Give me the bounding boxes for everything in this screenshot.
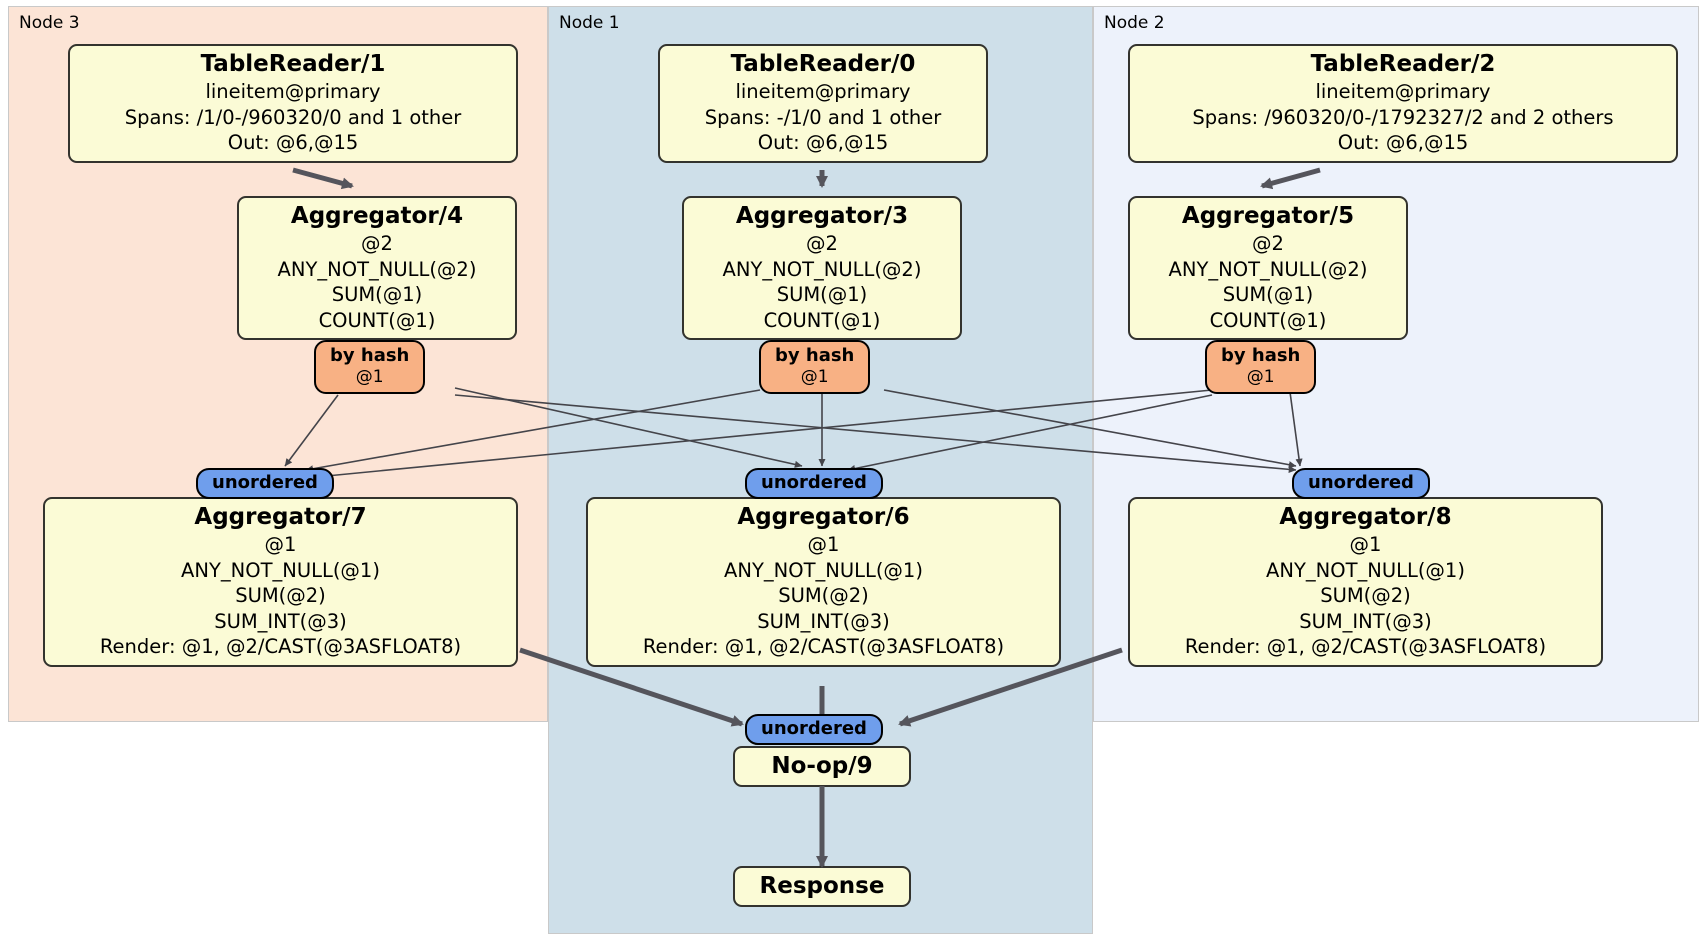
output-router-badge-by-hash-center[interactable]: by hash @1: [759, 340, 871, 394]
processor-box-aggregator-6[interactable]: Aggregator/6 @1 ANY_NOT_NULL(@1) SUM(@2)…: [586, 497, 1061, 667]
processor-detail-line: Render: @1, @2/CAST(@3ASFLOAT8): [1184, 635, 1547, 658]
processor-detail-line: @1: [1349, 533, 1382, 556]
input-sync-badge-unordered-right[interactable]: unordered: [1292, 468, 1430, 499]
processor-title: Aggregator/4: [290, 203, 464, 229]
processor-title: TableReader/1: [200, 51, 386, 77]
processor-detail-line: SUM_INT(@3): [1299, 609, 1432, 633]
processor-box-aggregator-8[interactable]: Aggregator/8 @1 ANY_NOT_NULL(@1) SUM(@2)…: [1128, 497, 1603, 667]
processor-detail-line: ANY_NOT_NULL(@1): [181, 558, 380, 582]
processor-box-aggregator-5[interactable]: Aggregator/5 @2 ANY_NOT_NULL(@2) SUM(@1)…: [1128, 196, 1408, 340]
processor-title: TableReader/0: [730, 51, 916, 77]
badge-subtitle: @1: [800, 367, 829, 387]
processor-box-response[interactable]: Response: [733, 866, 911, 907]
badge-subtitle: @1: [1246, 367, 1275, 387]
processor-detail-line: lineitem@primary: [205, 80, 381, 103]
processor-detail-line: COUNT(@1): [1209, 308, 1327, 332]
processor-detail-line: Spans: -/1/0 and 1 other: [704, 105, 942, 129]
processor-box-no-op-9[interactable]: No-op/9: [733, 746, 911, 787]
badge-title: unordered: [761, 472, 867, 493]
processor-title: Aggregator/3: [735, 203, 909, 229]
processor-title: Aggregator/7: [194, 504, 367, 530]
badge-title: by hash: [775, 345, 855, 366]
processor-detail-line: SUM(@2): [235, 584, 326, 607]
processor-detail-line: SUM(@2): [1320, 584, 1411, 607]
input-sync-badge-unordered-final[interactable]: unordered: [745, 714, 883, 745]
processor-detail-line: lineitem@primary: [735, 80, 911, 103]
processor-detail-line: Render: @1, @2/CAST(@3ASFLOAT8): [642, 635, 1005, 658]
badge-title: by hash: [1221, 345, 1301, 366]
node-panel-label: Node 3: [19, 13, 80, 33]
processor-title: TableReader/2: [1310, 51, 1496, 77]
processor-box-aggregator-4[interactable]: Aggregator/4 @2 ANY_NOT_NULL(@2) SUM(@1)…: [237, 196, 517, 340]
processor-detail-line: SUM(@1): [1222, 283, 1314, 306]
processor-detail-line: SUM(@1): [776, 283, 868, 306]
processor-detail-line: COUNT(@1): [763, 308, 881, 332]
node-panel-label: Node 1: [559, 13, 620, 33]
processor-detail-line: ANY_NOT_NULL(@1): [1266, 558, 1465, 582]
processor-detail-line: COUNT(@1): [318, 308, 436, 332]
processor-title: Aggregator/8: [1279, 504, 1452, 530]
processor-detail-line: @2: [361, 232, 393, 255]
processor-detail-line: lineitem@primary: [1315, 80, 1491, 103]
processor-title: Aggregator/6: [737, 504, 910, 530]
badge-subtitle: @1: [355, 367, 384, 387]
processor-detail-line: @1: [807, 533, 840, 556]
processor-detail-line: ANY_NOT_NULL(@2): [277, 257, 477, 281]
processor-detail-line: @1: [264, 533, 297, 556]
processor-detail-line: SUM_INT(@3): [214, 609, 347, 633]
processor-detail-line: Spans: /1/0-/960320/0 and 1 other: [124, 105, 462, 129]
processor-detail-line: ANY_NOT_NULL(@2): [1168, 257, 1368, 281]
processor-title: Response: [759, 873, 885, 899]
processor-detail-line: SUM_INT(@3): [757, 609, 890, 633]
processor-title: Aggregator/5: [1181, 203, 1355, 229]
output-router-badge-by-hash-left[interactable]: by hash @1: [314, 340, 426, 394]
processor-box-table-reader-0[interactable]: TableReader/0 lineitem@primary Spans: -/…: [658, 44, 988, 163]
processor-detail-line: Out: @6,@15: [1337, 131, 1469, 154]
output-router-badge-by-hash-right[interactable]: by hash @1: [1205, 340, 1317, 394]
processor-detail-line: SUM(@2): [778, 584, 869, 607]
processor-detail-line: @2: [1252, 232, 1284, 255]
badge-title: unordered: [761, 718, 867, 739]
badge-title: by hash: [330, 345, 410, 366]
processor-detail-line: Render: @1, @2/CAST(@3ASFLOAT8): [99, 635, 462, 658]
badge-title: unordered: [212, 472, 318, 493]
processor-detail-line: @2: [806, 232, 838, 255]
processor-detail-line: SUM(@1): [331, 283, 423, 306]
processor-box-table-reader-1[interactable]: TableReader/1 lineitem@primary Spans: /1…: [68, 44, 518, 163]
badge-title: unordered: [1308, 472, 1414, 493]
processor-title: No-op/9: [771, 753, 873, 779]
processor-detail-line: ANY_NOT_NULL(@2): [722, 257, 922, 281]
input-sync-badge-unordered-center[interactable]: unordered: [745, 468, 883, 499]
processor-detail-line: Spans: /960320/0-/1792327/2 and 2 others: [1192, 105, 1614, 129]
processor-detail-line: Out: @6,@15: [757, 131, 889, 154]
node-panel-label: Node 2: [1104, 13, 1165, 33]
processor-box-table-reader-2[interactable]: TableReader/2 lineitem@primary Spans: /9…: [1128, 44, 1678, 163]
processor-box-aggregator-7[interactable]: Aggregator/7 @1 ANY_NOT_NULL(@1) SUM(@2)…: [43, 497, 518, 667]
processor-detail-line: Out: @6,@15: [227, 131, 359, 154]
processor-detail-line: ANY_NOT_NULL(@1): [724, 558, 923, 582]
input-sync-badge-unordered-left[interactable]: unordered: [196, 468, 334, 499]
processor-box-aggregator-3[interactable]: Aggregator/3 @2 ANY_NOT_NULL(@2) SUM(@1)…: [682, 196, 962, 340]
